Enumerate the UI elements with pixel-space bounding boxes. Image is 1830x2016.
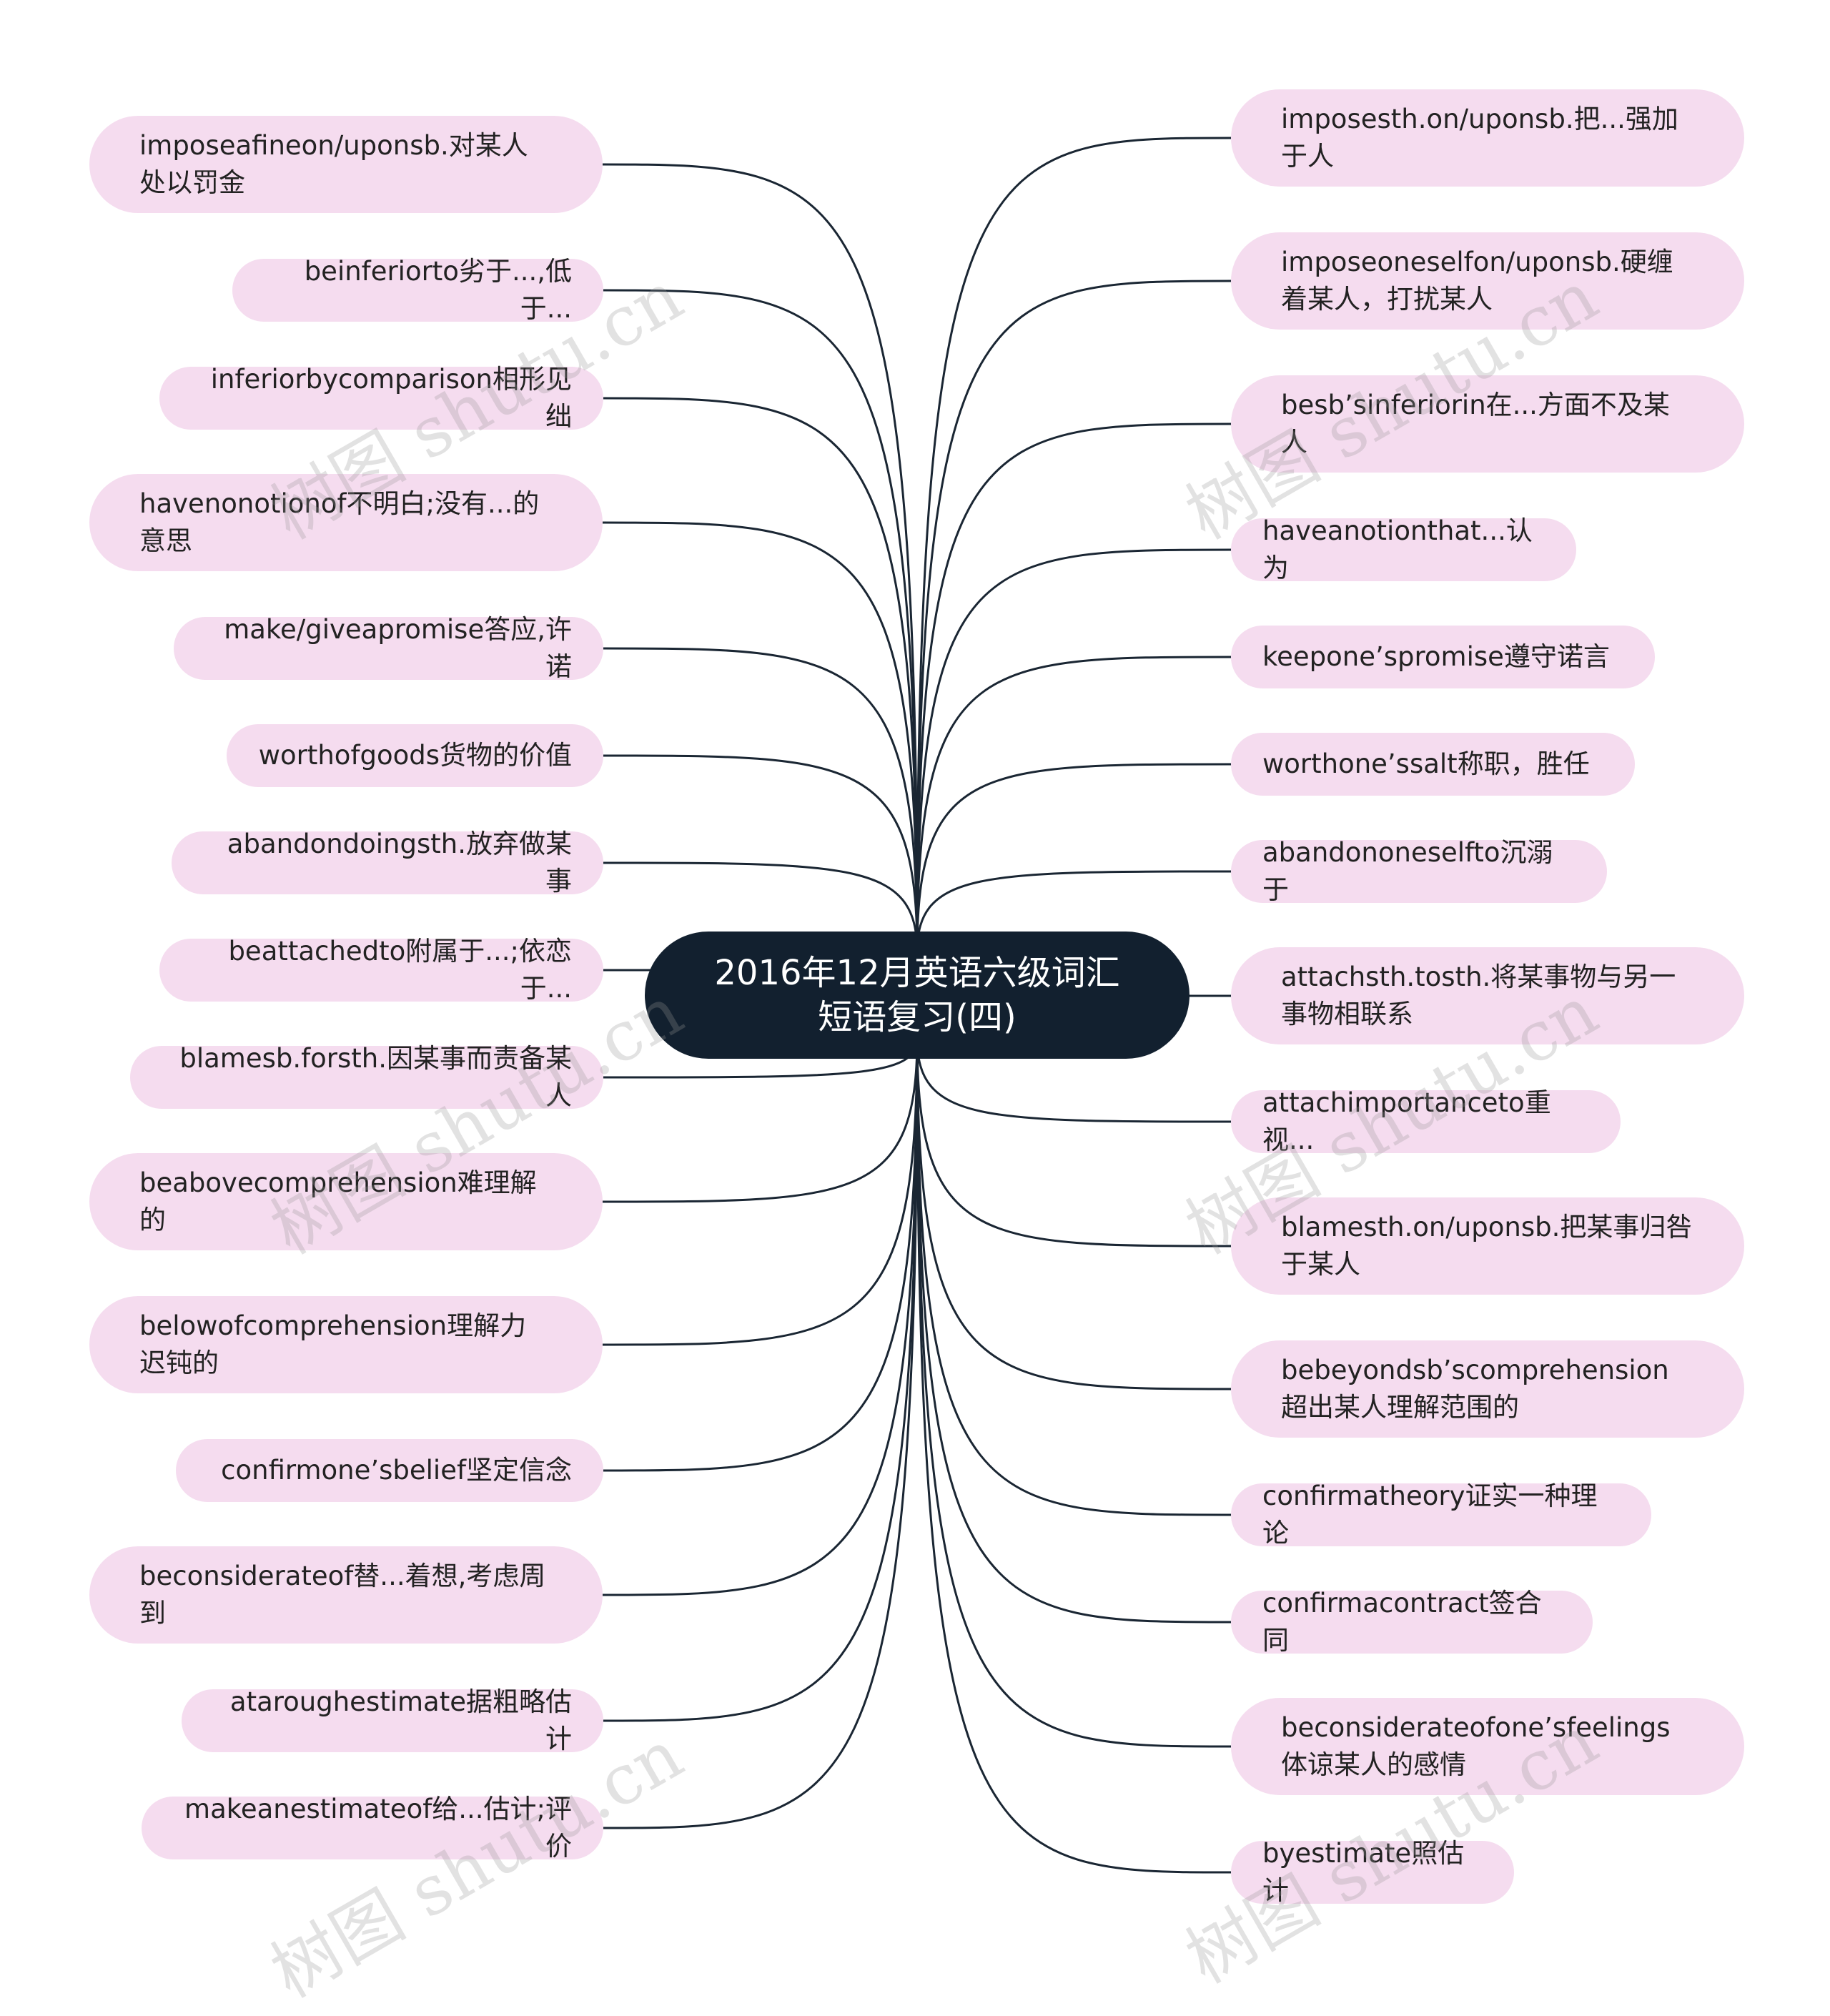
topic-label: beattachedto附属于...;依恋于... <box>228 936 572 1004</box>
topic-label: haveanotionthat...认为 <box>1262 515 1533 583</box>
topic-label: confirmone’sbelief坚定信念 <box>221 1455 572 1486</box>
topic-label: havenonotionof不明白;没有...的意思 <box>139 488 540 556</box>
right-topic-node[interactable]: confirmatheory证实一种理论 <box>1231 1481 1651 1548</box>
topic-label: abandondoingsth.放弃做某事 <box>227 829 572 896</box>
left-topic-node[interactable]: blamesb.forsth.因某事而责备某人 <box>130 1043 603 1111</box>
right-topic-node[interactable]: haveanotionthat...认为 <box>1231 515 1576 583</box>
topic-label: imposesth.on/uponsb.把...强加于人 <box>1281 104 1678 172</box>
right-topic-node[interactable]: beconsiderateofone’sfeelings体谅某人的感情 <box>1231 1698 1744 1795</box>
connector-line <box>916 1037 1232 1390</box>
right-topic-node[interactable]: bebeyondsb’scomprehension超出某人理解范围的 <box>1231 1340 1744 1438</box>
topic-label: inferiorbycomparison相形见绌 <box>210 364 572 432</box>
topic-label: imposeoneselfon/uponsb.硬缠着某人，打扰某人 <box>1281 247 1673 315</box>
topic-label: ataroughestimate据粗略估计 <box>229 1686 572 1754</box>
connector-line <box>916 1037 1232 1247</box>
connector-line <box>916 137 1232 953</box>
left-topic-node[interactable]: ataroughestimate据粗略估计 <box>182 1686 603 1754</box>
central-topic-label: 2016年12月英语六级词汇短语复习(四) <box>714 953 1120 1037</box>
topic-label: make/giveapromise答应,许诺 <box>224 614 572 682</box>
left-topic-node[interactable]: abandondoingsth.放弃做某事 <box>172 829 603 896</box>
connector-line <box>603 289 919 953</box>
left-topic-node[interactable]: worthofgoods货物的价值 <box>227 724 603 787</box>
topic-label: keepone’spromise遵守诺言 <box>1262 641 1610 672</box>
left-topic-node[interactable]: beinferiorto劣于...,低于... <box>232 256 603 324</box>
topic-label: confirmatheory证实一种理论 <box>1262 1481 1598 1548</box>
left-topic-node[interactable]: imposeafineon/uponsb.对某人处以罚金 <box>89 116 603 213</box>
topic-label: beconsiderateofone’sfeelings体谅某人的感情 <box>1281 1712 1671 1780</box>
left-topic-node[interactable]: make/giveapromise答应,许诺 <box>174 614 603 682</box>
connector-line <box>916 870 1232 953</box>
connector-line <box>602 521 919 953</box>
connector-line <box>603 397 919 953</box>
topic-label: worthofgoods货物的价值 <box>258 740 572 771</box>
topic-label: bebeyondsb’scomprehension超出某人理解范围的 <box>1281 1355 1669 1423</box>
right-topic-node[interactable]: imposesth.on/uponsb.把...强加于人 <box>1231 89 1744 187</box>
connector-line <box>916 1037 1232 1123</box>
right-topic-node[interactable]: attachsth.tosth.将某事物与另一事物相联系 <box>1231 947 1744 1044</box>
topic-label: beinferiorto劣于...,低于... <box>304 256 572 324</box>
left-topic-node[interactable]: makeanestimateof给...估计;评价 <box>142 1794 603 1862</box>
topic-label: abandononeselfto沉溺于 <box>1262 837 1553 905</box>
topic-label: confirmacontract签合同 <box>1262 1588 1542 1656</box>
connector-line <box>916 548 1232 953</box>
connector-line <box>916 280 1232 953</box>
right-topic-node[interactable]: besb’sinferiorin在...方面不及某人 <box>1231 375 1744 473</box>
topic-label: blamesth.on/uponsb.把某事归咎于某人 <box>1281 1212 1693 1280</box>
right-topic-node[interactable]: keepone’spromise遵守诺言 <box>1231 626 1655 688</box>
central-topic[interactable]: 2016年12月英语六级词汇短语复习(四) <box>645 932 1190 1059</box>
right-topic-node[interactable]: worthone’ssalt称职，胜任 <box>1231 733 1635 796</box>
connector-line <box>916 763 1232 953</box>
connector-line <box>916 1037 1232 1516</box>
topic-label: blamesb.forsth.因某事而责备某人 <box>179 1043 572 1111</box>
connector-line <box>602 163 919 953</box>
topic-label: byestimate照估计 <box>1262 1838 1465 1906</box>
topic-label: attachsth.tosth.将某事物与另一事物相联系 <box>1281 962 1676 1029</box>
connector-line <box>916 1037 1232 1874</box>
right-topic-node[interactable]: confirmacontract签合同 <box>1231 1588 1593 1656</box>
connector-line <box>602 1037 919 1346</box>
connector-line <box>603 1037 919 1829</box>
connector-line <box>602 1037 919 1203</box>
connector-line <box>916 656 1232 953</box>
left-topic-node[interactable]: beattachedto附属于...;依恋于... <box>159 936 603 1004</box>
right-topic-node[interactable]: byestimate照估计 <box>1231 1838 1514 1906</box>
connector-line <box>603 647 919 953</box>
connector-line <box>603 1037 919 1472</box>
connector-line <box>603 754 919 953</box>
connector-line <box>603 861 919 953</box>
left-topic-node[interactable]: belowofcomprehension理解力迟钝的 <box>89 1296 603 1393</box>
connector-line <box>602 1037 919 1596</box>
connector-line <box>916 1037 1232 1748</box>
topic-label: beabovecomprehension难理解的 <box>139 1167 537 1235</box>
topic-label: worthone’ssalt称职，胜任 <box>1262 748 1590 779</box>
topic-label: imposeafineon/uponsb.对某人处以罚金 <box>139 130 528 198</box>
left-topic-node[interactable]: confirmone’sbelief坚定信念 <box>176 1439 603 1502</box>
right-topic-node[interactable]: attachimportanceto重视... <box>1231 1087 1621 1155</box>
topic-label: makeanestimateof给...估计;评价 <box>184 1794 572 1862</box>
connector-line <box>603 1037 919 1722</box>
topic-label: beconsiderateof替...着想,考虑周到 <box>139 1561 546 1629</box>
right-topic-node[interactable]: abandononeselfto沉溺于 <box>1231 837 1607 905</box>
left-topic-node[interactable]: beconsiderateof替...着想,考虑周到 <box>89 1546 603 1644</box>
right-topic-node[interactable]: blamesth.on/uponsb.把某事归咎于某人 <box>1231 1197 1744 1295</box>
connector-line <box>916 1037 1232 1624</box>
left-topic-node[interactable]: beabovecomprehension难理解的 <box>89 1153 603 1250</box>
topic-label: attachimportanceto重视... <box>1262 1087 1551 1155</box>
connector-line <box>916 423 1232 953</box>
right-topic-node[interactable]: imposeoneselfon/uponsb.硬缠着某人，打扰某人 <box>1231 232 1744 330</box>
left-topic-node[interactable]: havenonotionof不明白;没有...的意思 <box>89 474 603 571</box>
topic-label: belowofcomprehension理解力迟钝的 <box>139 1310 527 1378</box>
topic-label: besb’sinferiorin在...方面不及某人 <box>1281 390 1670 458</box>
left-topic-node[interactable]: inferiorbycomparison相形见绌 <box>159 364 603 432</box>
